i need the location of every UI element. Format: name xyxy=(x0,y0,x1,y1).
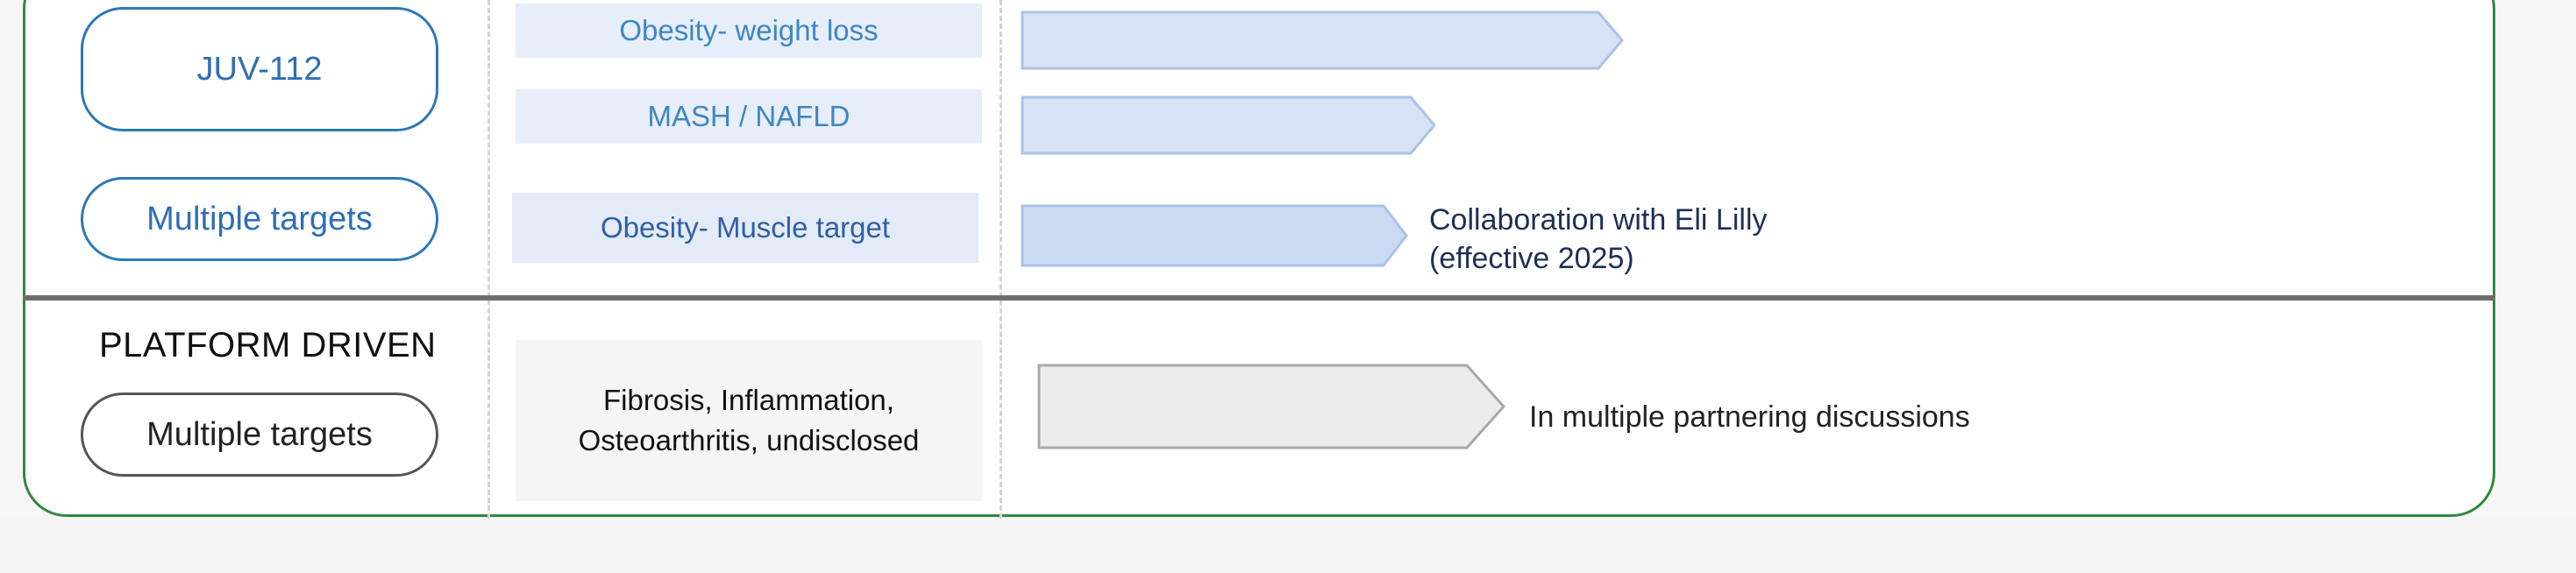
progress-arrow-muscle-target xyxy=(1021,204,1408,267)
program-pill-juv-112: JUV-112 xyxy=(81,7,438,131)
program-pill-multiple-targets: Multiple targets xyxy=(81,177,438,261)
progress-arrow-weight-loss xyxy=(1021,11,1624,70)
program-label: Multiple targets xyxy=(146,415,373,453)
program-label: Multiple targets xyxy=(146,200,373,237)
section-divider xyxy=(23,295,2495,301)
program-label: JUV-112 xyxy=(196,50,323,88)
indication-box-platform: Fibrosis, Inflammation, Osteoarthritis, … xyxy=(516,340,982,501)
progress-arrow-platform xyxy=(1037,364,1506,449)
indication-label: Obesity- weight loss xyxy=(619,14,879,46)
indication-box-muscle-target: Obesity- Muscle target xyxy=(512,193,978,263)
indication-label: Obesity- Muscle target xyxy=(600,211,891,244)
platform-heading: PLATFORM DRIVEN xyxy=(99,326,437,364)
column-divider-2 xyxy=(1000,0,1002,519)
partnering-note: In multiple partnering discussions xyxy=(1529,400,1970,434)
page-background xyxy=(0,519,2576,573)
program-pill-platform-targets: Multiple targets xyxy=(81,393,438,477)
progress-arrow-mash-nafld xyxy=(1021,96,1436,155)
indication-box-mash-nafld: MASH / NAFLD xyxy=(516,89,982,144)
collaboration-note: Collaboration with Eli Lilly (effective … xyxy=(1429,203,1768,275)
column-divider-1 xyxy=(487,0,490,519)
indication-box-weight-loss: Obesity- weight loss xyxy=(516,4,982,58)
indication-label: Fibrosis, Inflammation, Osteoarthritis, … xyxy=(578,384,920,456)
indication-label: MASH / NAFLD xyxy=(647,100,850,132)
